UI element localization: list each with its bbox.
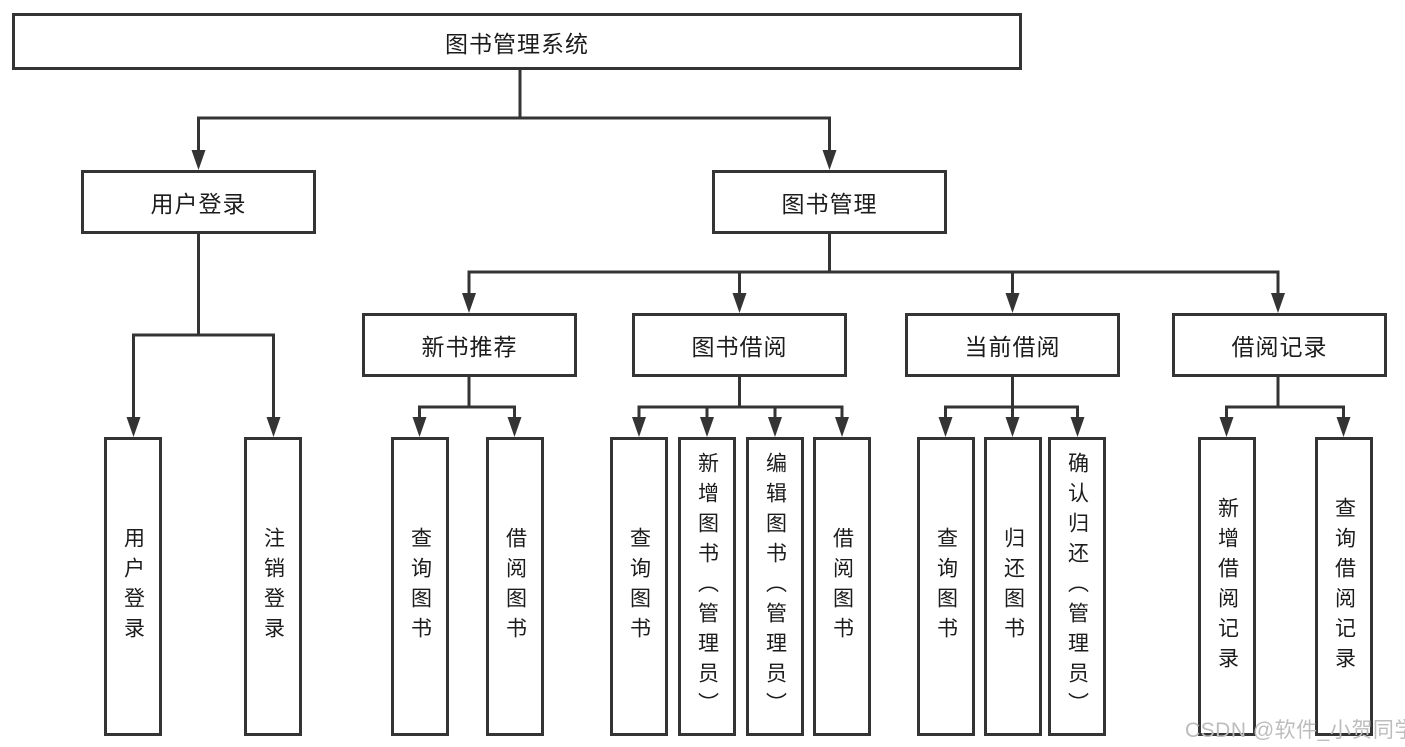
connector-bookmgmt-split — [467, 270, 1280, 293]
leaf-query-books-recommend-label: 查询图书 — [408, 526, 432, 647]
leaf-borrow-books-borrowing: 借阅图书 — [813, 437, 871, 736]
node-new-book-recommendation: 新书推荐 — [362, 313, 577, 377]
leaf-user-login: 用户登录 — [104, 437, 162, 736]
connector-records-split — [1225, 405, 1345, 417]
leaf-edit-book-admin-label: 编辑图书（管理员） — [763, 451, 787, 722]
leaf-logout-label: 注销登录 — [261, 526, 285, 647]
connector-root-split — [197, 116, 831, 151]
leaf-logout: 注销登录 — [244, 437, 302, 736]
leaf-query-books-recommend: 查询图书 — [391, 437, 449, 736]
node-root-system: 图书管理系统 — [12, 13, 1022, 70]
leaf-user-login-label: 用户登录 — [121, 526, 145, 647]
node-new-book-recommendation-label: 新书推荐 — [421, 334, 518, 360]
arrowhead-icon — [1070, 417, 1085, 437]
csdn-watermark: CSDN @软件_小贺同学 — [1185, 719, 1405, 742]
node-borrowing-records: 借阅记录 — [1172, 313, 1387, 377]
arrowhead-icon — [266, 417, 281, 437]
arrowhead-icon — [1005, 293, 1020, 313]
leaf-query-books-borrowing: 查询图书 — [610, 437, 668, 736]
arrowhead-icon — [126, 417, 141, 437]
node-user-login-label: 用户登录 — [150, 191, 247, 217]
leaf-return-books-label: 归还图书 — [1001, 526, 1025, 647]
arrowhead-icon — [462, 293, 476, 313]
arrowhead-icon — [507, 417, 522, 437]
arrowhead-icon — [1005, 417, 1020, 437]
connector-borrow-split — [637, 405, 844, 417]
arrowhead-icon — [1271, 293, 1285, 313]
leaf-query-borrow-record-label: 查询借阅记录 — [1332, 496, 1356, 677]
arrowhead-icon — [822, 150, 837, 170]
leaf-borrow-books-borrowing-label: 借阅图书 — [830, 526, 854, 647]
arrowhead-icon — [632, 417, 646, 437]
arrowhead-icon — [835, 417, 849, 437]
arrowhead-icon — [732, 293, 747, 313]
arrowhead-icon — [938, 417, 953, 437]
leaf-query-books-current-label: 查询图书 — [934, 526, 958, 647]
leaf-return-books: 归还图书 — [984, 437, 1042, 736]
node-book-management-label: 图书管理 — [781, 191, 878, 217]
leaf-borrow-books-recommend-label: 借阅图书 — [503, 526, 527, 647]
arrowhead-icon — [1336, 417, 1351, 437]
node-book-borrowing: 图书借阅 — [632, 313, 847, 377]
arrowhead-icon — [1219, 417, 1234, 437]
node-book-borrowing-label: 图书借阅 — [691, 334, 788, 360]
connector-userlogin-split — [132, 333, 275, 417]
leaf-borrow-books-recommend: 借阅图书 — [486, 437, 544, 736]
leaf-add-book-admin-label: 新增图书（管理员） — [695, 451, 719, 722]
arrowhead-icon — [191, 150, 206, 170]
leaf-add-borrow-record: 新增借阅记录 — [1198, 437, 1256, 736]
leaf-add-borrow-record-label: 新增借阅记录 — [1215, 496, 1239, 677]
leaf-confirm-return-admin: 确认归还（管理员） — [1048, 437, 1106, 736]
arrowhead-icon — [412, 417, 427, 437]
leaf-query-books-current: 查询图书 — [917, 437, 975, 736]
node-book-management: 图书管理 — [712, 170, 947, 234]
node-root-label: 图书管理系统 — [445, 30, 589, 57]
leaf-add-book-admin: 新增图书（管理员） — [678, 437, 736, 736]
node-user-login: 用户登录 — [81, 170, 316, 234]
node-borrowing-records-label: 借阅记录 — [1231, 334, 1328, 360]
arrowhead-icon — [768, 417, 782, 437]
leaf-query-books-borrowing-label: 查询图书 — [627, 526, 651, 647]
node-current-borrowing-label: 当前借阅 — [964, 334, 1061, 360]
leaf-confirm-return-admin-label: 确认归还（管理员） — [1065, 451, 1089, 722]
leaf-edit-book-admin: 编辑图书（管理员） — [746, 437, 804, 736]
node-current-borrowing: 当前借阅 — [905, 313, 1120, 377]
arrowhead-icon — [700, 417, 714, 437]
leaf-query-borrow-record: 查询借阅记录 — [1315, 437, 1373, 736]
connector-newbook-split — [418, 405, 516, 417]
